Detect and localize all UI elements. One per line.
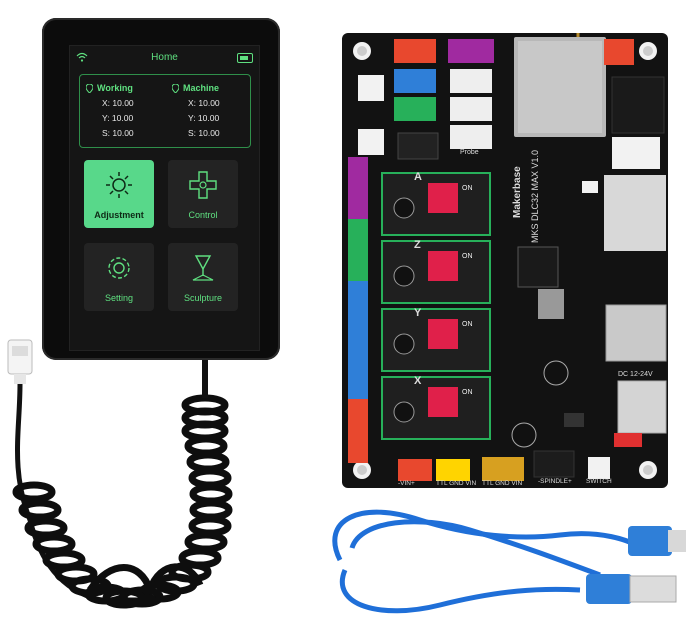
bottom-label: -SPINDLE+ <box>538 478 572 485</box>
sculpture-tile[interactable]: Sculpture <box>168 243 238 311</box>
status-bar: Home <box>70 46 259 68</box>
dip-on-label: ON <box>462 253 473 260</box>
coordinates-panel: Working X: 10.00 Y: 10.00 S: 10.00 Machi… <box>79 74 251 148</box>
axis-label-z: Z <box>414 239 421 251</box>
touchscreen-device: Home Working X: 10.00 Y: 10.00 S: 10.00 … <box>42 18 280 360</box>
usb-b-plug <box>628 526 686 556</box>
tile-label: Control <box>188 210 218 220</box>
laser-engraver-icon <box>192 255 214 281</box>
dip-on-label: ON <box>462 389 473 396</box>
wifi-icon <box>76 52 88 62</box>
working-column: Working X: 10.00 Y: 10.00 S: 10.00 <box>86 81 166 140</box>
rj-connector <box>7 339 33 384</box>
sun-icon <box>106 172 132 198</box>
working-s: S: 10.00 <box>102 128 134 138</box>
battery-icon <box>237 53 253 63</box>
touch-screen: Home Working X: 10.00 Y: 10.00 S: 10.00 … <box>69 45 260 351</box>
location-pin-icon <box>172 83 179 93</box>
machine-x: X: 10.00 <box>188 98 220 108</box>
bottom-label: SWITCH <box>586 478 612 485</box>
machine-label: Machine <box>183 83 220 93</box>
machine-s: S: 10.00 <box>188 128 220 138</box>
bottom-label: TTL GND VIN <box>482 480 523 487</box>
axis-label-x: X <box>414 375 422 387</box>
working-x: X: 10.00 <box>102 98 134 108</box>
dc-label: DC 12-24V <box>618 371 653 378</box>
tile-label: Setting <box>104 293 134 303</box>
dip-on-label: ON <box>462 321 473 328</box>
working-label: Working <box>97 83 133 93</box>
dpad-icon <box>189 171 217 199</box>
working-y: Y: 10.00 <box>102 113 134 123</box>
setting-tile[interactable]: Setting <box>84 243 154 311</box>
machine-y: Y: 10.00 <box>188 113 220 123</box>
dip-on-label: ON <box>462 185 473 192</box>
axis-label-a: A <box>414 171 422 183</box>
control-tile[interactable]: Control <box>168 160 238 228</box>
bottom-label: -VIN+ <box>398 480 415 487</box>
controller-board: Makerbase MKS DLC32 MAX V1.0 A Z Y X ON … <box>342 33 668 488</box>
machine-column: Machine X: 10.00 Y: 10.00 S: 10.00 <box>172 81 252 140</box>
bottom-label: TTL GND VIN <box>436 480 477 487</box>
probe-label: Probe <box>460 149 479 156</box>
axis-label-y: Y <box>414 307 422 319</box>
gear-icon <box>108 257 130 279</box>
location-pin-icon <box>86 83 93 93</box>
board-components <box>348 33 667 481</box>
adjustment-tile[interactable]: Adjustment <box>84 160 154 228</box>
usb-a-plug <box>586 574 677 604</box>
tile-label: Sculpture <box>183 293 223 303</box>
screen-title: Home <box>151 52 178 63</box>
tile-label: Adjustment <box>94 210 144 220</box>
coil <box>12 360 233 609</box>
